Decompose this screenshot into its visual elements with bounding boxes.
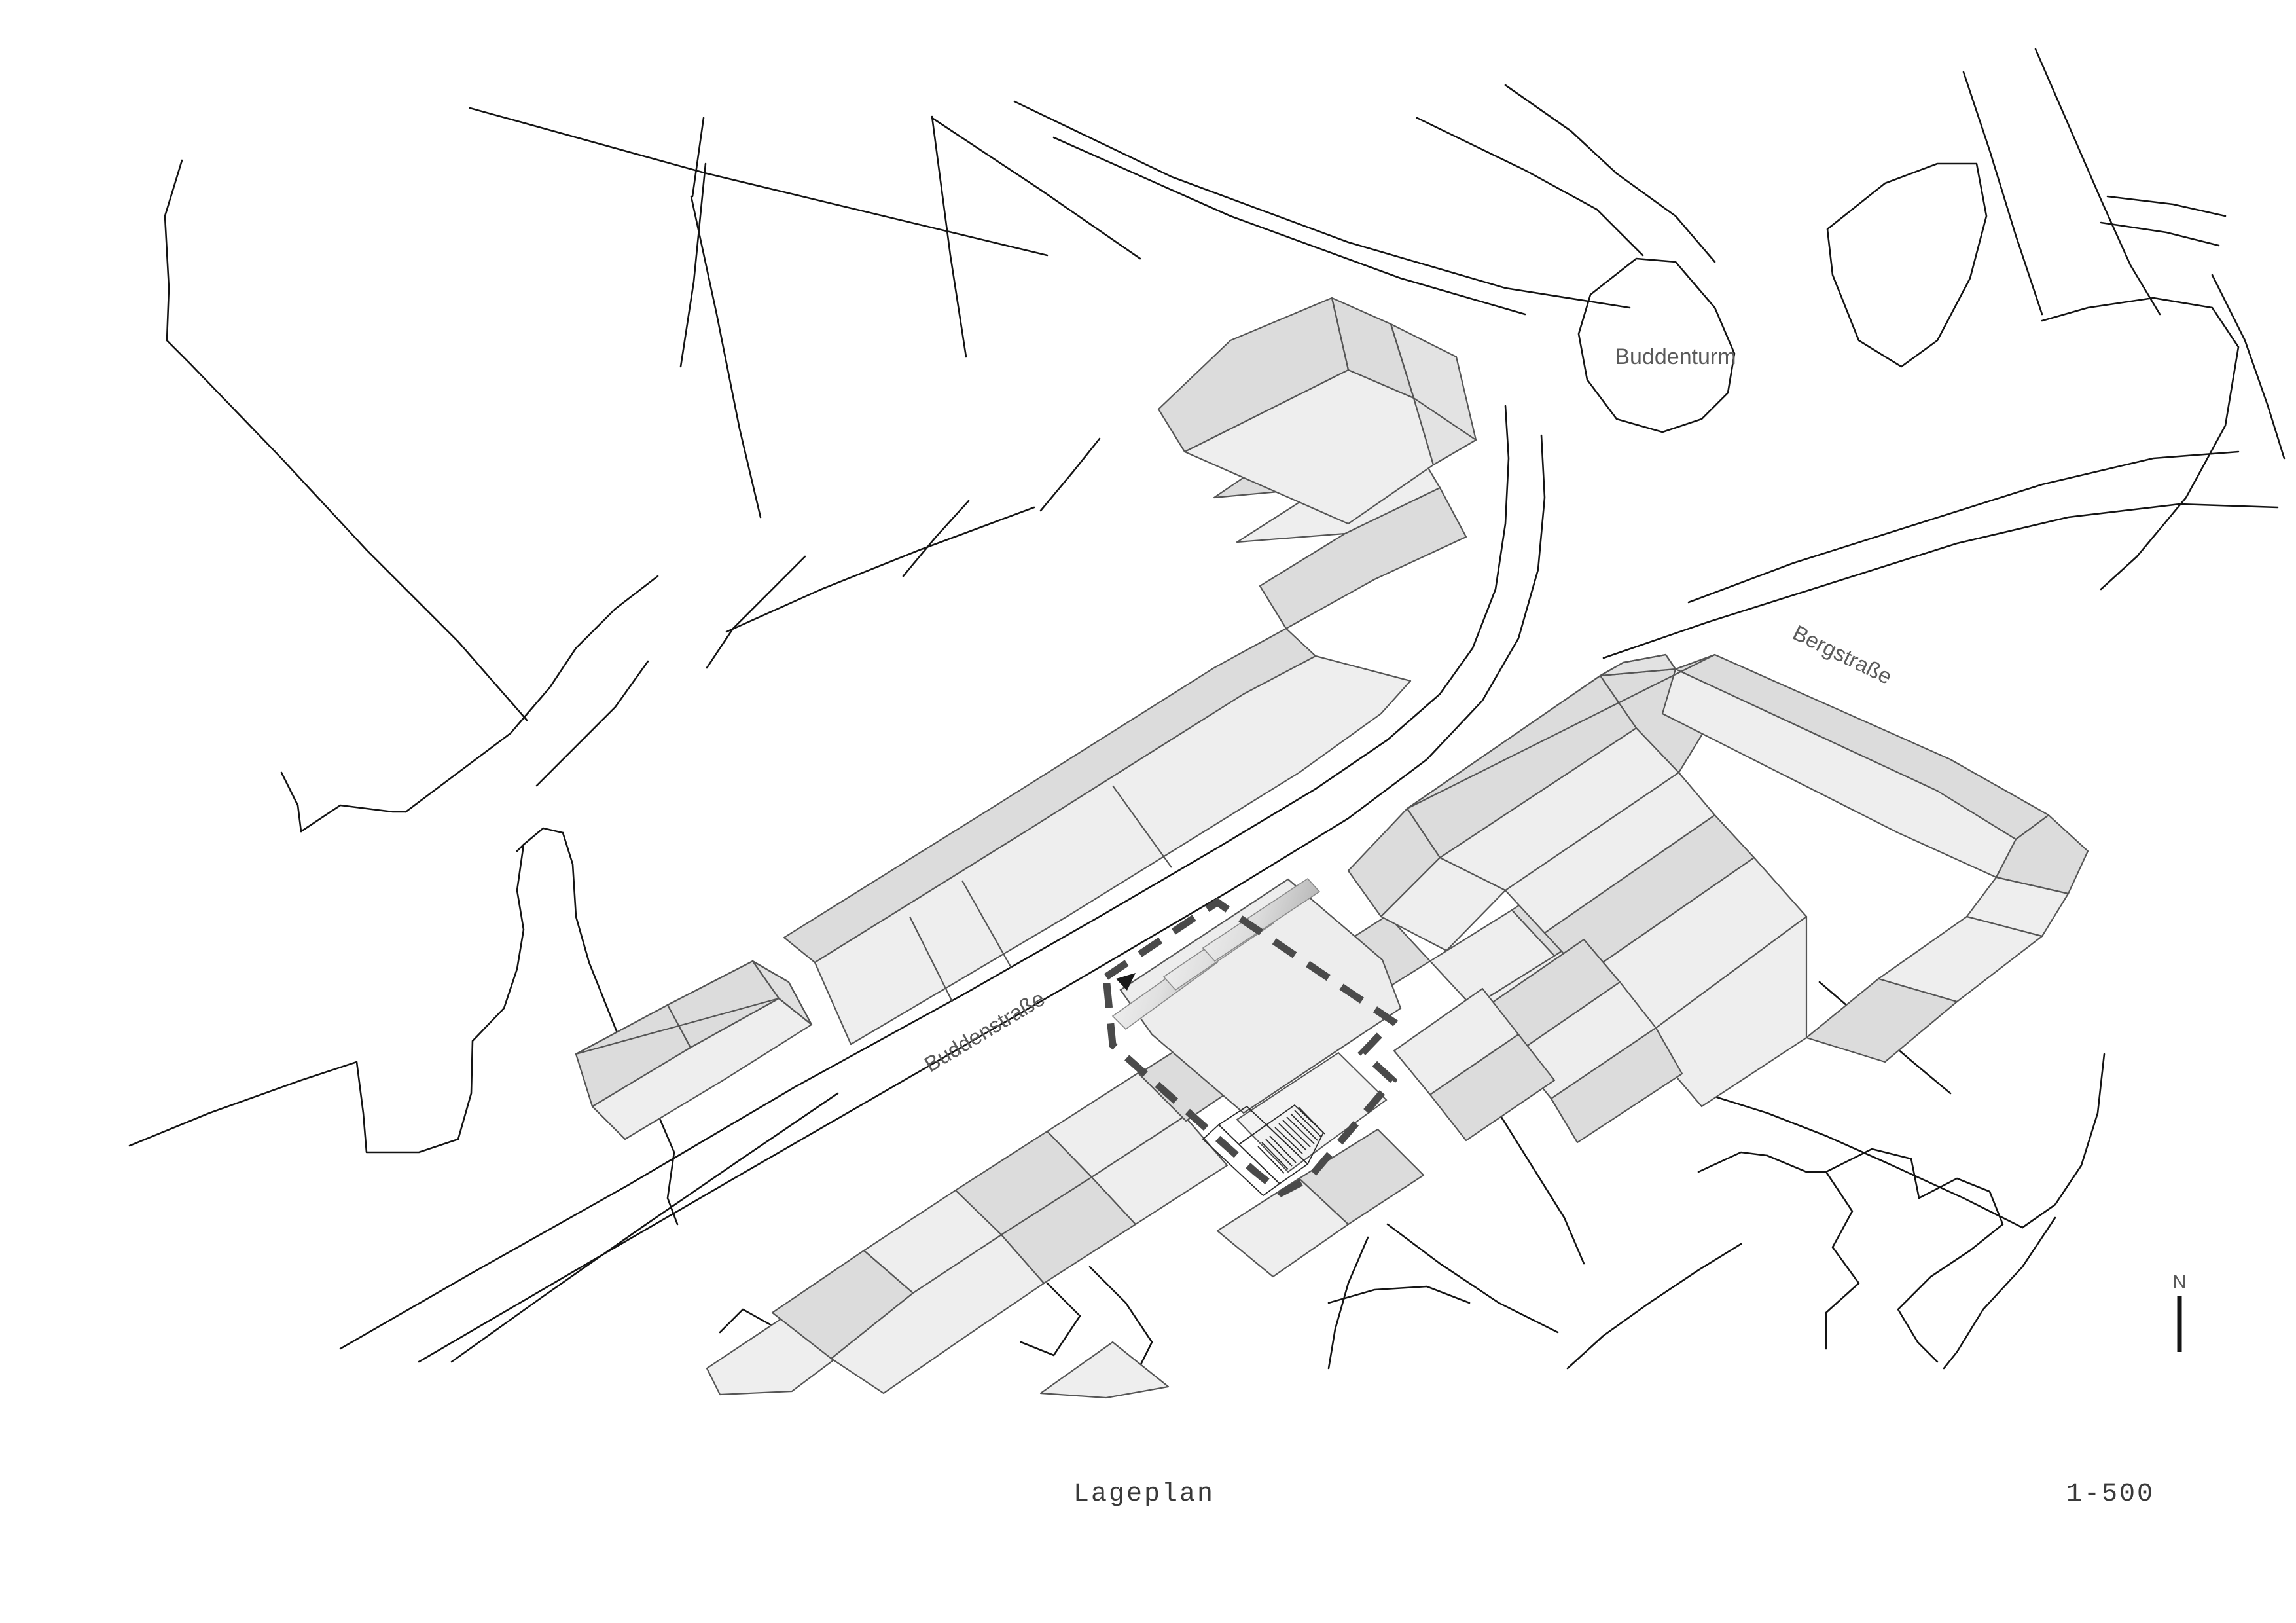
- roof-massing-east-block: [1347, 653, 2089, 1144]
- road-fork-right: [1504, 84, 1618, 175]
- east-wing-end-dark: [1995, 814, 2089, 895]
- shed-outline-2: [1020, 1282, 1081, 1357]
- path-upper-right-c: [2106, 195, 2227, 217]
- south-roof-13: [1298, 1128, 1425, 1226]
- road-fork-left: [1416, 117, 1644, 257]
- parcel-right-h: [1943, 1216, 2056, 1370]
- tower-label: Buddenturm: [1615, 344, 1736, 369]
- east-block-top-outline: [1406, 653, 1716, 810]
- project-site-boundary: [1102, 898, 1399, 1197]
- parcel-right-f: [1713, 1095, 2024, 1229]
- east-band-dark-2: [1550, 1027, 1683, 1144]
- plan-room-d: [1202, 1123, 1281, 1197]
- parcel-line-layer: [128, 48, 2286, 1370]
- parcel-divider-3: [902, 500, 970, 577]
- east-wing-return-2: [1805, 977, 1958, 1063]
- parcel-line-b: [931, 115, 967, 358]
- hip-ridge-6: [592, 1106, 626, 1140]
- path-upper-right-a: [1962, 71, 2043, 316]
- parcel-boundary-west-mid-b: [300, 804, 407, 833]
- courtyard-paving: [1236, 1051, 1388, 1173]
- parcel-divider-4: [1039, 437, 1101, 512]
- parcel-boundary-north-1: [469, 107, 1049, 257]
- parcel-right-b: [1825, 1148, 2004, 1363]
- parcel-boundary-southwest: [128, 827, 564, 1154]
- parcel-right-l: [1327, 1285, 1471, 1304]
- south-roof-14: [1039, 1341, 1170, 1399]
- stair-tread-5: [1290, 1113, 1318, 1141]
- parcel-boundary-north-2: [679, 162, 707, 368]
- parcel-line-c: [725, 506, 1035, 633]
- stair-tread-3: [1282, 1120, 1311, 1148]
- parcel-divider-2: [706, 555, 806, 669]
- project-site-group[interactable]: [1102, 877, 1402, 1197]
- parcel-boundary-west-mid: [404, 575, 659, 813]
- buddenstrasse-edge-north: [339, 405, 1510, 1350]
- parcel-right-g: [2021, 1053, 2106, 1229]
- roof-break-1: [961, 880, 1012, 968]
- parcel-south-1: [450, 1092, 839, 1363]
- east-courtyard-wing-2: [1641, 915, 1808, 1108]
- street-edge-north-lower: [1052, 136, 1526, 316]
- parcel-divider-1: [535, 660, 649, 787]
- road-fork-joint: [1615, 172, 1716, 263]
- east-band-dark-3: [1429, 1033, 1556, 1142]
- hip-ridge-1: [1331, 297, 1350, 371]
- skylight-strip-3: [1202, 877, 1321, 962]
- stair-tread-4: [1286, 1116, 1315, 1144]
- shed-outline-3: [1088, 1266, 1153, 1370]
- block-upper-right-2: [2041, 297, 2240, 591]
- parcel-right-i: [1566, 1243, 1742, 1370]
- roof-break-3: [909, 916, 953, 1002]
- stair-tread-11: [1257, 1146, 1285, 1174]
- south-roof-lower-3: [1090, 1115, 1229, 1226]
- parcel-line-d: [931, 117, 1141, 260]
- north-arrow-letter: N: [2172, 1271, 2187, 1293]
- parcel-boundary-west-mid-c: [280, 771, 302, 833]
- parcel-right-j: [1327, 1236, 1369, 1370]
- parcel-right-k: [1498, 1112, 1585, 1265]
- north-arrow: N: [2172, 1271, 2187, 1352]
- stair-tread-9: [1265, 1139, 1293, 1167]
- roof-massing-north-row: [575, 297, 1477, 1140]
- parcel-right-d: [1766, 1154, 1827, 1173]
- parcel-right-a: [1386, 1223, 1559, 1334]
- hip-roof-pavilion-face-nw: [1157, 297, 1350, 453]
- block-upper-right-1: [1826, 162, 1988, 368]
- hip-ridge-2: [1390, 323, 1415, 399]
- parcel-boundary-north-3: [691, 117, 705, 198]
- bergstrasse-edge-south: [1602, 503, 2279, 659]
- hip-ridge-5: [752, 960, 780, 999]
- stair-tread-1: [1274, 1127, 1303, 1154]
- entry-arrow-marker: [1116, 973, 1136, 991]
- parcel-step-1: [516, 843, 525, 852]
- tower-circle-outline: [1577, 257, 1736, 433]
- stair-tread-10: [1269, 1135, 1297, 1163]
- parcel-boundary-west: [164, 159, 528, 721]
- path-upper-right-e: [2211, 274, 2286, 460]
- parcel-right-e: [1697, 1151, 1768, 1173]
- path-upper-right-b: [2034, 48, 2161, 316]
- stair-tread-6: [1294, 1110, 1322, 1138]
- stair-tread-2: [1278, 1123, 1307, 1151]
- hip-ridge-3: [1413, 397, 1477, 441]
- hip-ridge-4: [667, 1004, 691, 1048]
- street-edge-north-upper: [1013, 100, 1631, 309]
- parcel-line-a: [690, 195, 762, 519]
- stair-tread-8: [1261, 1142, 1289, 1170]
- stair-tread-7: [1298, 1106, 1325, 1135]
- roof-break-2: [1112, 785, 1172, 868]
- parcel-right-c: [1825, 1171, 1860, 1350]
- project-roof-plane: [1119, 878, 1402, 1114]
- ground-floor-plan-detail: [1202, 1104, 1325, 1197]
- bergstrasse-edge-north: [1687, 450, 2240, 604]
- path-upper-right-d: [2100, 221, 2220, 247]
- buddenstrasse-edge-south: [418, 434, 1546, 1363]
